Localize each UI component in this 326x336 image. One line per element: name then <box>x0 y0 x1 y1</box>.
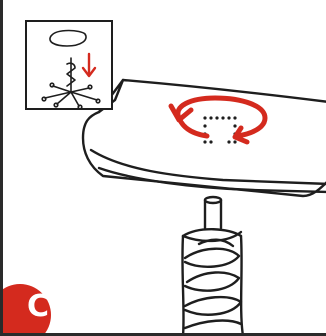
chair-seat-icon <box>50 31 86 47</box>
seat-mount-plate-icon <box>203 116 236 143</box>
gas-cylinder-icon <box>182 197 243 336</box>
inset-detail-box <box>25 20 113 110</box>
down-arrow-icon <box>83 54 95 76</box>
step-letter: C <box>25 287 51 327</box>
chair-base-icon <box>42 58 100 108</box>
rotate-arrow-icon <box>171 98 265 142</box>
